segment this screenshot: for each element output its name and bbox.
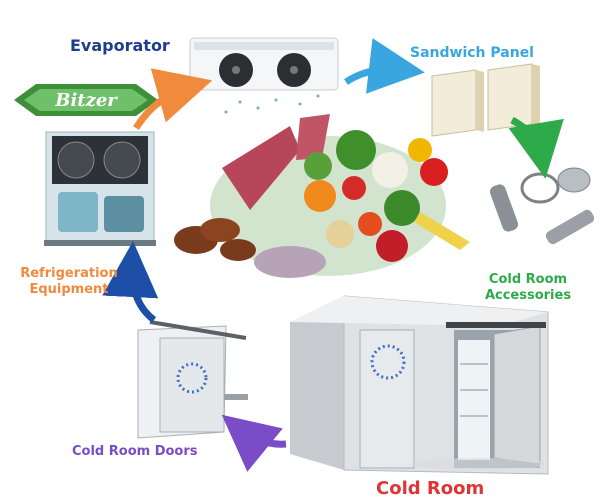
arrow-sandwich-panel-to-accessories <box>508 116 564 179</box>
refrigeration-equipment-image <box>44 131 156 246</box>
cold-room-image <box>290 295 550 475</box>
cold-room-accessories-label: Cold Room Accessories <box>484 272 572 303</box>
evaporator-unit-image <box>189 37 339 114</box>
cold-room-label: Cold Room <box>376 478 485 499</box>
cold-room-accessories-image <box>489 167 595 245</box>
arrow-doors-to-refrigeration <box>102 241 159 323</box>
arrow-refrigeration-to-evaporator <box>133 68 213 130</box>
sandwich-panel-label: Sandwich Panel <box>410 45 534 61</box>
arrow-cold-room-to-doors <box>221 414 287 472</box>
sandwich-panel-image <box>431 63 540 137</box>
refrigeration-equipment-label: Refrigeration Equipment <box>20 266 118 297</box>
evaporator-label: Evaporator <box>70 36 170 55</box>
bitzer-logo: Bitzer <box>14 84 158 116</box>
cold-room-door-image <box>137 320 248 439</box>
cold-room-doors-label: Cold Room Doors <box>72 444 198 459</box>
arrow-evaporator-to-sandwich-panel <box>344 38 425 94</box>
bitzer-logo-text: Bitzer <box>54 90 118 111</box>
food-collage-image <box>174 114 470 278</box>
